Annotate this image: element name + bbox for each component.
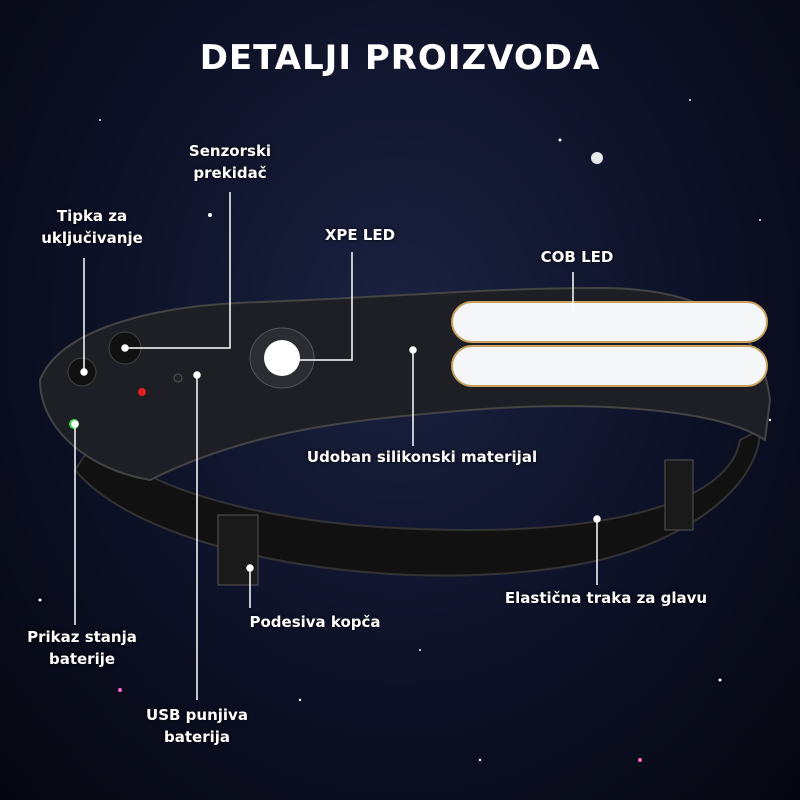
leader-lines bbox=[71, 192, 601, 700]
buckle bbox=[217, 514, 259, 586]
stars bbox=[38, 99, 772, 762]
label-cob-led: COB LED bbox=[540, 248, 614, 266]
label-xpe-led: XPE LED bbox=[324, 226, 396, 244]
label-elastic-band: Elastična traka za glavu bbox=[504, 589, 708, 607]
cob-led-strip bbox=[451, 301, 768, 343]
label-buckle: Podesiva kopča bbox=[249, 613, 381, 631]
label-silicone: Udoban silikonski materijal bbox=[306, 448, 538, 466]
cob-led-strip bbox=[451, 345, 768, 387]
xpe-led bbox=[264, 340, 300, 376]
page-title: DETALJI PROIZVODA bbox=[199, 38, 601, 78]
